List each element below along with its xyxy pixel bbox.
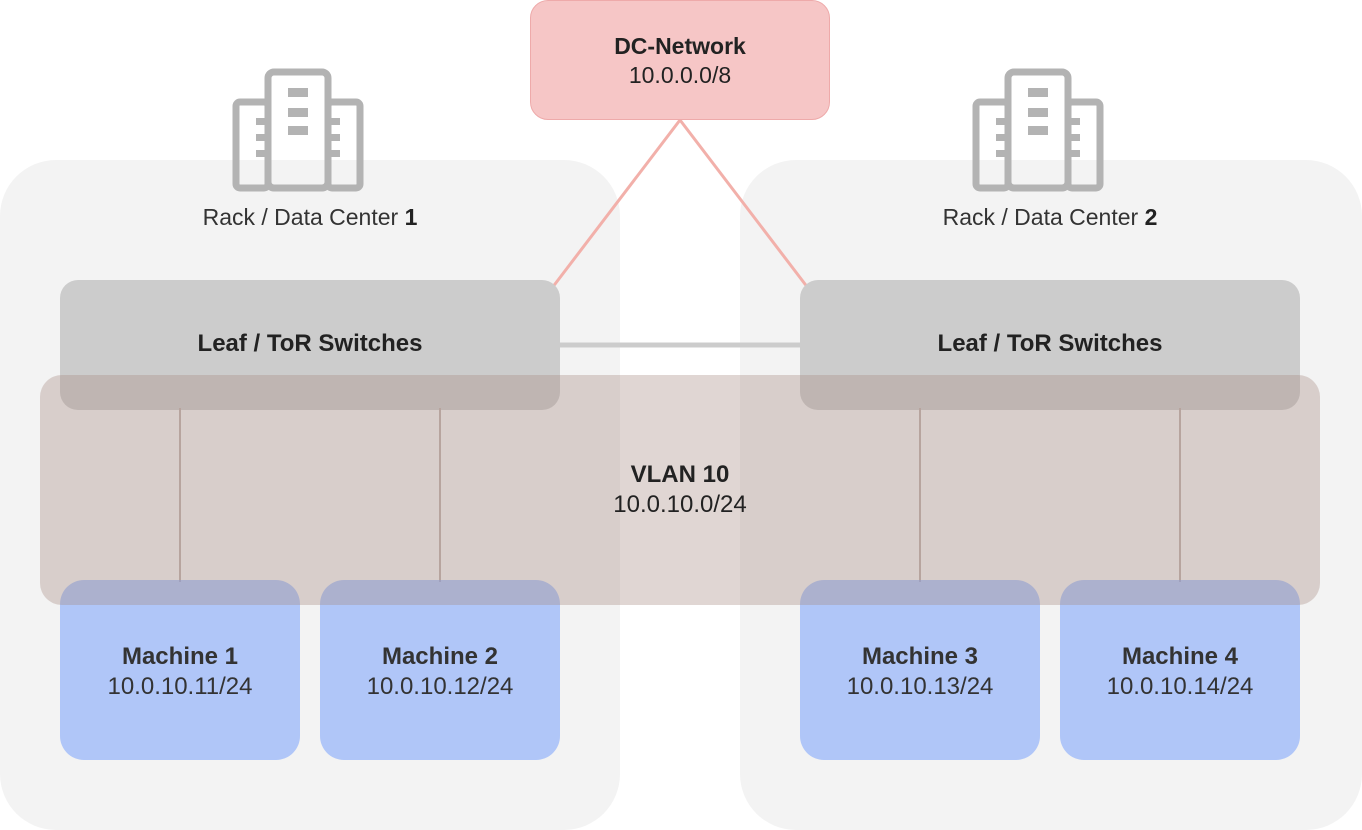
machine-ip: 10.0.10.11/24 xyxy=(107,673,253,700)
machine-name: Machine 2 xyxy=(381,643,499,670)
machine-ip: 10.0.10.14/24 xyxy=(1106,673,1254,700)
leaf-switch-2: Leaf / ToR Switches xyxy=(800,280,1300,410)
vlan-name: VLAN 10 xyxy=(630,461,730,488)
uplink-line-1 xyxy=(550,119,682,289)
machine-node-2: Machine 2 10.0.10.12/24 xyxy=(320,580,560,760)
leaf-switch-label: Leaf / ToR Switches xyxy=(197,330,423,357)
machine-ip: 10.0.10.12/24 xyxy=(366,673,514,700)
machine-node-4: Machine 4 10.0.10.14/24 xyxy=(1060,580,1300,760)
machine-name: Machine 1 xyxy=(121,643,239,670)
leaf-switch-label: Leaf / ToR Switches xyxy=(937,330,1163,357)
machine-node-3: Machine 3 10.0.10.13/24 xyxy=(800,580,1040,760)
datacenter-label-prefix: Rack / Data Center xyxy=(202,204,405,230)
datacenter-number: 1 xyxy=(404,204,418,230)
machine-node-1: Machine 1 10.0.10.11/24 xyxy=(60,580,300,760)
vlan-cidr: 10.0.10.0/24 xyxy=(613,491,747,518)
datacenter-number: 2 xyxy=(1144,204,1158,230)
leaf-switch-1: Leaf / ToR Switches xyxy=(60,280,560,410)
datacenter-label-2: Rack / Data Center 2 xyxy=(900,202,1200,232)
datacenter-label-prefix: Rack / Data Center xyxy=(942,204,1145,230)
datacenter-label-1: Rack / Data Center 1 xyxy=(160,202,460,232)
vlan-overlay xyxy=(40,375,1320,605)
core-network-node: DC-Network 10.0.0.0/8 xyxy=(530,0,830,120)
core-network-name: DC-Network xyxy=(614,33,746,59)
vlan-label: VLAN 10 10.0.10.0/24 xyxy=(530,460,830,520)
machine-ip: 10.0.10.13/24 xyxy=(846,673,994,700)
building-icon xyxy=(972,68,1104,192)
uplink-line-2 xyxy=(678,119,810,289)
core-network-cidr: 10.0.0.0/8 xyxy=(628,62,732,88)
machine-name: Machine 3 xyxy=(861,643,979,670)
building-icon xyxy=(232,68,364,192)
machine-name: Machine 4 xyxy=(1121,643,1239,670)
